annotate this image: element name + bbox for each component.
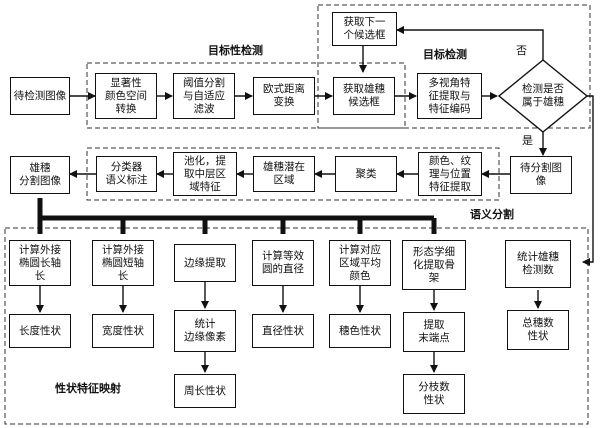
decision-text: 检测是否 属于雄穗	[522, 83, 564, 108]
node-morphology: 形态学细 化提取骨 架	[402, 240, 466, 290]
node-input-image: 待检测图像	[10, 77, 70, 115]
node-width-trait: 宽度性状	[92, 314, 154, 348]
node-edge-extract: 边缘提取	[174, 244, 236, 282]
node-edge-pixels: 统计 边缘像素	[174, 310, 236, 352]
distribution-bus	[37, 198, 434, 221]
node-perimeter-trait: 周长性状	[174, 374, 236, 408]
region-trait-map	[4, 227, 589, 425]
node-threshold: 阈值分割 与自适应 滤波	[173, 73, 235, 119]
node-seg-image: 雄穗 分割图像	[10, 156, 70, 194]
node-pooling: 池化，提 取中层区 域特征	[173, 152, 237, 196]
node-tassel-number: 总穗数 性状	[507, 310, 569, 350]
node-count-detection: 统计雄穗 检测数	[505, 240, 571, 288]
node-avg-color: 计算对应 区域平均 颜色	[329, 240, 391, 286]
label-target-detect-left: 目标性检测	[208, 44, 263, 57]
label-trait-map: 性状特征映射	[55, 382, 121, 395]
node-short-axis: 计算外接 椭圆短轴 长	[92, 240, 154, 286]
node-classifier: 分类器 语义标注	[96, 156, 157, 192]
node-next-candidate: 获取下一 个候选框	[332, 12, 397, 46]
node-cvt-features: 颜色、纹 理与位置 特征提取	[418, 152, 482, 196]
node-to-segment: 待分割图 像	[510, 156, 572, 194]
arrow-decision-next	[396, 26, 544, 60]
label-target-detect-right: 目标检测	[423, 48, 467, 61]
node-equiv-diameter: 计算等效 圆的直径	[252, 240, 314, 286]
decision-yes-label: 是	[522, 134, 533, 147]
node-multiview: 多视角特 征提取与 特征编码	[417, 73, 482, 119]
node-long-axis: 计算外接 椭圆长轴 长	[9, 240, 71, 286]
node-color-trait: 穗色性状	[329, 314, 391, 348]
node-diameter-trait: 直径性状	[252, 314, 314, 348]
node-cluster: 聚类	[335, 156, 397, 192]
decision-no-label: 否	[516, 44, 527, 57]
node-euclid: 欧式距离 变换	[253, 77, 315, 115]
node-length-trait: 长度性状	[9, 314, 71, 348]
node-endpoints: 提取 末端点	[403, 312, 465, 352]
node-saliency: 显著性 颜色空间 转换	[95, 73, 157, 119]
node-branches-trait: 分枝数 性状	[403, 374, 465, 414]
region-target-detect-right	[317, 4, 591, 129]
arrow-decision-count	[582, 95, 594, 266]
label-semantic-seg: 语义分割	[470, 208, 514, 221]
node-get-candidate: 获取雄穗 候选框	[333, 77, 395, 115]
node-potential-region: 雄穗潜在 区域	[253, 156, 315, 192]
